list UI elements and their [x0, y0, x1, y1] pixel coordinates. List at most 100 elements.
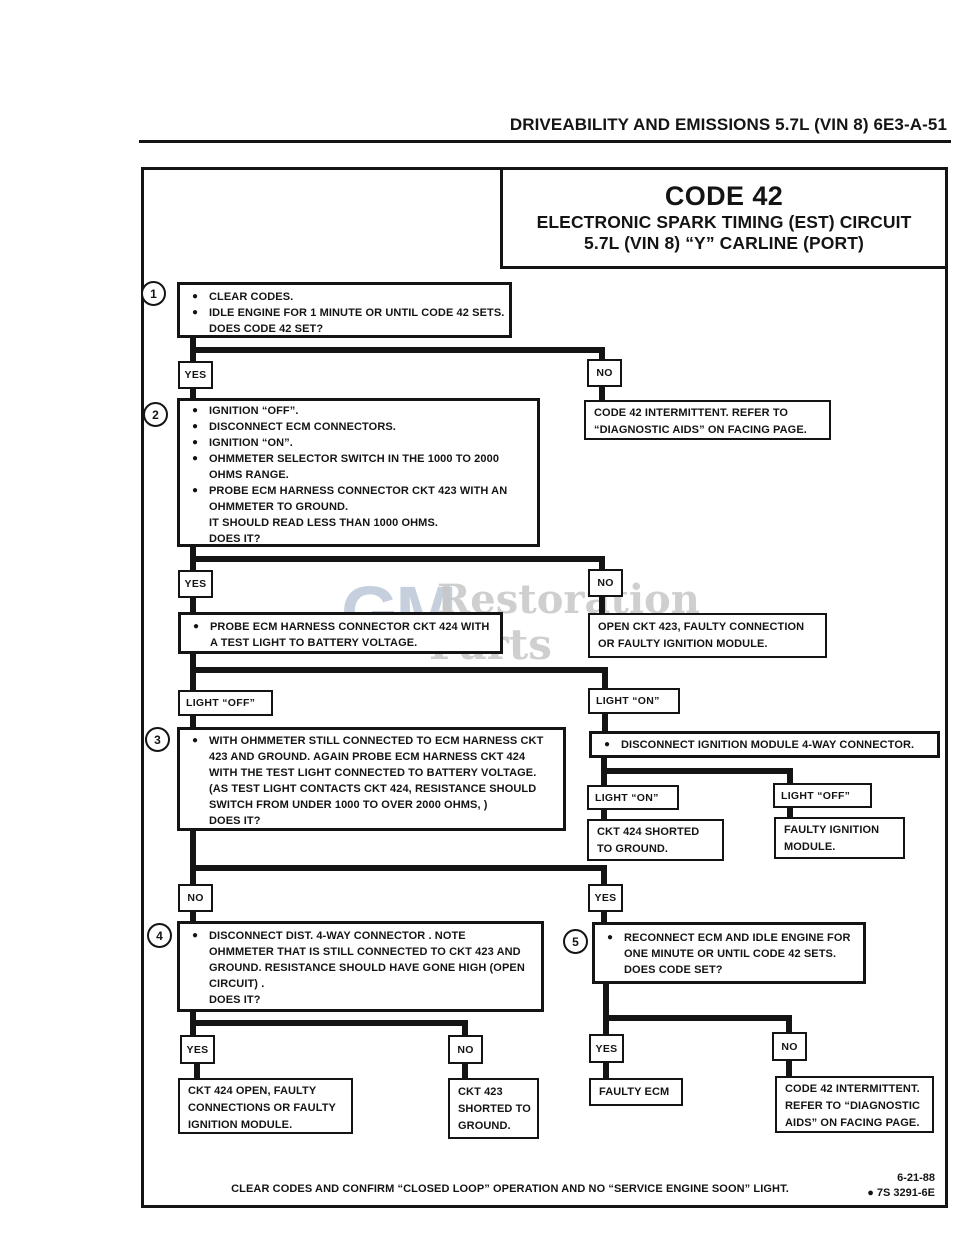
- branch-label-light-off-right: LIGHT “OFF”: [773, 783, 872, 808]
- connector-line: [599, 349, 605, 360]
- connector-line: [599, 386, 605, 401]
- flow-box-text-line: DOES IT?: [209, 994, 261, 1006]
- flow-box-text-line: GROUND. RESISTANCE SHOULD HAVE GONE HIGH…: [209, 962, 525, 974]
- connector-line: [603, 983, 609, 1035]
- flow-box-text-line: OHMS RANGE.: [209, 469, 289, 481]
- connector-line: [601, 911, 607, 923]
- bullet-marker: ●: [192, 453, 199, 464]
- flow-box-text-line: PROBE ECM HARNESS CONNECTOR CKT 424 WITH: [210, 621, 490, 633]
- connector-line: [787, 770, 793, 784]
- connector-line: [603, 1015, 792, 1021]
- flow-box-text-line: OHMMETER SELECTOR SWITCH IN THE 1000 TO …: [209, 453, 500, 465]
- flow-box-step2: ●IGNITION “OFF”.●DISCONNECT ECM CONNECTO…: [177, 398, 540, 547]
- flow-box-text-line: AIDS” ON FACING PAGE.: [785, 1117, 920, 1129]
- flow-box-text-line: REFER TO “DIAGNOSTIC: [785, 1100, 921, 1112]
- flow-box-disconnect-ignition-module: ● DISCONNECT IGNITION MODULE 4-WAY CONNEC…: [589, 731, 940, 758]
- branch-label-no-4: NO: [448, 1035, 483, 1064]
- title-line1: ELECTRONIC SPARK TIMING (EST) CIRCUIT: [536, 212, 912, 232]
- flow-box-step1: ●CLEAR CODES.●IDLE ENGINE FOR 1 MINUTE O…: [177, 282, 512, 338]
- title-box: CODE 42 ELECTRONIC SPARK TIMING (EST) CI…: [500, 167, 948, 269]
- flow-box-text-line: CLEAR CODES.: [209, 291, 294, 303]
- connector-line: [190, 830, 196, 885]
- step-circle-2: 2: [143, 402, 168, 427]
- connector-line: [603, 1062, 609, 1079]
- connector-line: [601, 768, 793, 774]
- flow-box-text-line: DOES IT?: [209, 533, 261, 545]
- flow-box-text-line: (AS TEST LIGHT CONTACTS CKT 424, RESISTA…: [209, 783, 537, 795]
- flow-box-text-line: CKT 424 OPEN, FAULTY: [188, 1085, 317, 1097]
- branch-label-yes-4: YES: [180, 1035, 215, 1064]
- flow-box-text-line: DOES CODE SET?: [624, 964, 723, 976]
- connector-line: [462, 1022, 468, 1036]
- branch-label-light-off-3: LIGHT “OFF”: [178, 690, 273, 716]
- flow-box-text-line: DISCONNECT IGNITION MODULE 4-WAY CONNECT…: [621, 739, 915, 751]
- flow-box-text-line: IGNITION “OFF”.: [209, 405, 299, 417]
- connector-line: [190, 667, 608, 673]
- bullet-marker: ●: [192, 291, 199, 302]
- branch-label-no-3: NO: [178, 884, 213, 912]
- flow-box-text-line: ONE MINUTE OR UNTIL CODE 42 SETS.: [624, 948, 837, 960]
- flow-box-text-line: CIRCUIT) .: [209, 978, 265, 990]
- bullet-marker: ●: [192, 930, 199, 941]
- bullet-marker: ●: [193, 621, 200, 632]
- connector-line: [190, 598, 196, 613]
- flow-box-text-line: IGNITION “ON”.: [209, 437, 293, 449]
- flow-box-text-line: CONNECTIONS OR FAULTY: [188, 1102, 336, 1114]
- bullet-marker: ●: [192, 405, 199, 416]
- step-circle-1: 1: [141, 281, 166, 306]
- footer-reference: 6-21-88 ● 7S 3291-6E: [810, 1171, 935, 1201]
- flow-box-open-ckt423: OPEN CKT 423, FAULTY CONNECTION OR FAULTY…: [588, 613, 827, 658]
- connector-line: [602, 713, 608, 732]
- flow-box-text-line: OPEN CKT 423, FAULTY CONNECTION: [598, 621, 805, 633]
- flow-box-text-line: TO GROUND.: [597, 843, 669, 855]
- connector-line: [190, 556, 605, 562]
- flow-box-text-line: CKT 424 SHORTED: [597, 826, 700, 838]
- flow-box-text-line: OHMMETER TO GROUND.: [209, 501, 349, 513]
- flow-box-text-line: WITH OHMMETER STILL CONNECTED TO ECM HAR…: [209, 735, 544, 747]
- connector-line: [599, 558, 605, 570]
- connector-line: [602, 670, 608, 689]
- page-header-title: DRIVEABILITY AND EMISSIONS 5.7L (VIN 8) …: [509, 115, 947, 134]
- footer-doc-number: ● 7S 3291-6E: [867, 1187, 935, 1199]
- connector-line: [190, 715, 196, 728]
- branch-label-yes-2: YES: [178, 570, 213, 598]
- flow-box-text-line: IGNITION MODULE.: [188, 1119, 293, 1131]
- step-circle-5: 5: [563, 929, 588, 954]
- bullet-marker: ●: [604, 739, 611, 750]
- title-line2: 5.7L (VIN 8) “Y” CARLINE (PORT): [584, 233, 864, 253]
- flow-box-text-line: MODULE.: [784, 841, 836, 853]
- bullet-marker: ●: [192, 307, 199, 318]
- flow-box-text-line: SWITCH FROM UNDER 1000 TO OVER 2000 OHMS…: [209, 799, 488, 811]
- connector-line: [462, 1063, 468, 1079]
- bullet-marker: ●: [192, 437, 199, 448]
- flow-box-text-line: RECONNECT ECM AND IDLE ENGINE FOR: [624, 932, 851, 944]
- bullet-marker: ●: [607, 932, 614, 943]
- connector-line: [786, 1017, 792, 1033]
- bullet-marker: ●: [192, 485, 199, 496]
- connector-line: [786, 1060, 792, 1077]
- footer-note: CLEAR CODES AND CONFIRM “CLOSED LOOP” OP…: [231, 1183, 789, 1195]
- connector-line: [190, 389, 196, 399]
- step-circle-3: 3: [145, 727, 170, 752]
- bullet-marker: ●: [192, 735, 199, 746]
- flow-box-text-line: FAULTY IGNITION: [784, 824, 880, 836]
- header-rule: [139, 140, 951, 143]
- flow-box-code42-intermittent-1: CODE 42 INTERMITTENT. REFER TO “DIAGNOSTI…: [584, 400, 831, 440]
- flow-box-text-line: CODE 42 INTERMITTENT. REFER TO: [594, 407, 789, 419]
- flow-box-probe-ckt424: ● PROBE ECM HARNESS CONNECTOR CKT 424 WIT…: [178, 612, 503, 654]
- connector-line: [599, 596, 605, 614]
- connector-line: [601, 809, 607, 820]
- bullet-marker: ●: [192, 421, 199, 432]
- flow-box-text-line: FAULTY ECM: [599, 1086, 670, 1098]
- flow-box-text-line: A TEST LIGHT TO BATTERY VOLTAGE.: [210, 637, 418, 649]
- connector-line: [194, 1063, 200, 1079]
- step-circle-4: 4: [147, 923, 172, 948]
- flow-box-step4: ●DISCONNECT DIST. 4-WAY CONNECTOR . NOTE…: [177, 921, 544, 1012]
- branch-label-yes-3: YES: [588, 884, 623, 912]
- flow-box-text-line: “DIAGNOSTIC AIDS” ON FACING PAGE.: [594, 424, 807, 436]
- flow-box-text-line: CODE 42 INTERMITTENT.: [785, 1083, 920, 1095]
- title-code: CODE 42: [664, 181, 784, 211]
- flow-box-text-line: OR FAULTY IGNITION MODULE.: [598, 638, 768, 650]
